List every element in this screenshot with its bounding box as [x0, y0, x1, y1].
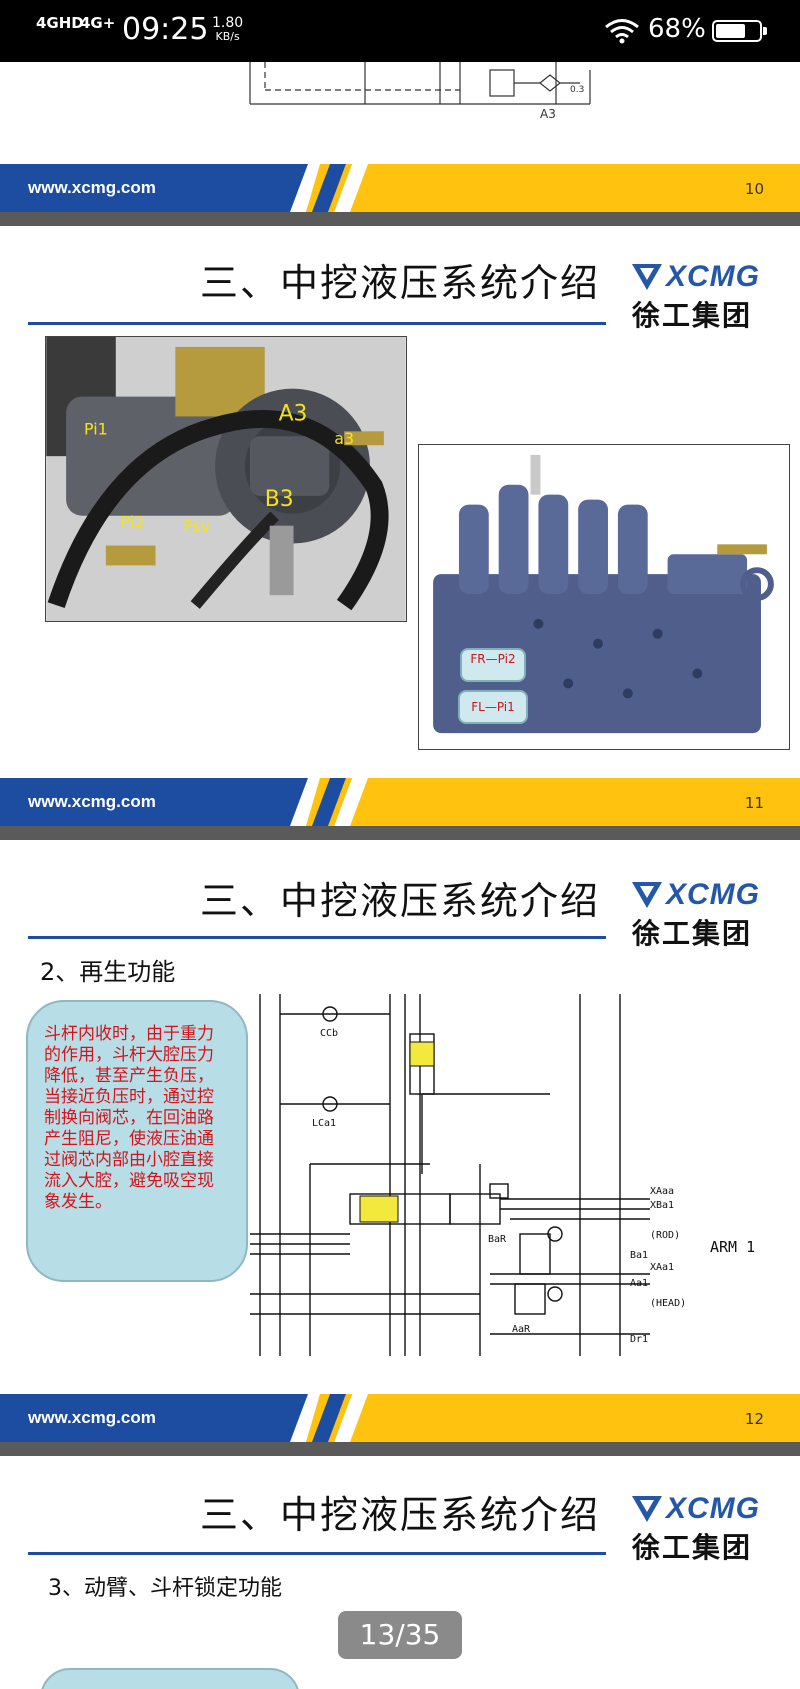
callout-partial [40, 1668, 300, 1689]
svg-text:Dr1: Dr1 [630, 1334, 648, 1345]
svg-text:XAaa: XAaa [650, 1186, 674, 1197]
pump-photo: Pi1 A3 a3 B3 Pi2 Psv [45, 336, 407, 622]
footer-url: www.xcmg.com [28, 1408, 156, 1427]
wifi-icon [605, 19, 639, 44]
xcmg-logo: XCMG 徐工集团 [632, 1492, 760, 1564]
svg-text:Aa1: Aa1 [630, 1278, 648, 1289]
slide-title: 三、中挖液压系统介绍 [200, 879, 601, 923]
status-bar: 4GHD 4G+ 09:25 1.80 KB/s 68% [0, 0, 800, 62]
footer-url: www.xcmg.com [28, 792, 156, 811]
battery-icon [712, 20, 767, 42]
svg-text:(ROD): (ROD) [650, 1230, 680, 1241]
label-fr-pi2: FR—Pi2 [460, 648, 526, 682]
svg-text:AaR: AaR [512, 1324, 531, 1335]
svg-text:XAa1: XAa1 [650, 1262, 674, 1273]
slide-13: 三、中挖液压系统介绍 XCMG 徐工集团 3、动臂、斗杆锁定功能 [0, 1456, 800, 1689]
cellular-signal-2: 4G+ [80, 14, 116, 32]
slide-footer: www.xcmg.com 12 [0, 1394, 800, 1442]
network-speed: 1.80 KB/s [212, 15, 244, 43]
slide-footer: www.xcmg.com 11 [0, 778, 800, 826]
regeneration-callout: 斗杆内收时，由于重力的作用，斗杆大腔压力降低，甚至产生负压，当接近负压时，通过控… [26, 1000, 248, 1282]
slide-10: 0.3 A3 www.xcmg.com 10 [0, 62, 800, 226]
xcmg-logo: XCMG 徐工集团 [632, 260, 760, 332]
footer-stripes-graphic [290, 164, 368, 212]
regeneration-schematic: CCb LCa1 XAaa XBa1 BaR (ROD) Ba1 XAa1 Aa… [250, 994, 755, 1356]
xcmg-logo-icon [632, 882, 662, 908]
battery-percent: 68% [648, 14, 706, 44]
slide-11: 三、中挖液压系统介绍 XCMG 徐工集团 Pi1 A3 a3 B3 Pi2 Ps… [0, 226, 800, 840]
svg-text:0.3: 0.3 [570, 85, 584, 95]
page-indicator[interactable]: 13/35 [338, 1611, 462, 1659]
slide-number: 10 [744, 180, 764, 198]
footer-url: www.xcmg.com [28, 178, 156, 197]
xcmg-logo: XCMG 徐工集团 [632, 878, 760, 950]
slide-title: 三、中挖液压系统介绍 [200, 1493, 601, 1537]
svg-text:(HEAD): (HEAD) [650, 1298, 686, 1309]
section-subtitle: 3、动臂、斗杆锁定功能 [48, 1576, 282, 1601]
svg-text:A3: A3 [540, 107, 556, 121]
svg-text:Psv: Psv [183, 517, 210, 536]
slide-number: 12 [744, 1410, 764, 1428]
svg-text:B3: B3 [265, 487, 294, 512]
xcmg-logo-icon [632, 264, 662, 290]
section-subtitle: 2、再生功能 [40, 958, 176, 986]
svg-text:Pi1: Pi1 [84, 419, 108, 438]
slide-title: 三、中挖液压系统介绍 [200, 261, 601, 305]
svg-text:Ba1: Ba1 [630, 1250, 648, 1261]
label-fl-pi1: FL—Pi1 [458, 690, 528, 724]
svg-text:LCa1: LCa1 [312, 1118, 336, 1129]
svg-text:a3: a3 [334, 429, 354, 448]
cellular-signal-1: 4GHD [36, 14, 84, 32]
hydraulic-schematic-fragment: 0.3 A3 [249, 62, 591, 121]
svg-text:BaR: BaR [488, 1234, 507, 1245]
footer-stripes-graphic [290, 778, 368, 826]
svg-text:Pi2: Pi2 [121, 513, 145, 532]
slide-12: 三、中挖液压系统介绍 XCMG 徐工集团 2、再生功能 [0, 840, 800, 1456]
svg-text:CCb: CCb [320, 1028, 338, 1039]
footer-stripes-graphic [290, 1394, 368, 1442]
svg-text:ARM 1: ARM 1 [710, 1238, 755, 1256]
clock: 09:25 [122, 12, 209, 47]
slide-footer: www.xcmg.com 10 [0, 164, 800, 212]
svg-text:XBa1: XBa1 [650, 1200, 674, 1211]
slide-number: 11 [744, 794, 764, 812]
svg-text:A3: A3 [279, 401, 308, 426]
xcmg-logo-icon [632, 1496, 662, 1522]
